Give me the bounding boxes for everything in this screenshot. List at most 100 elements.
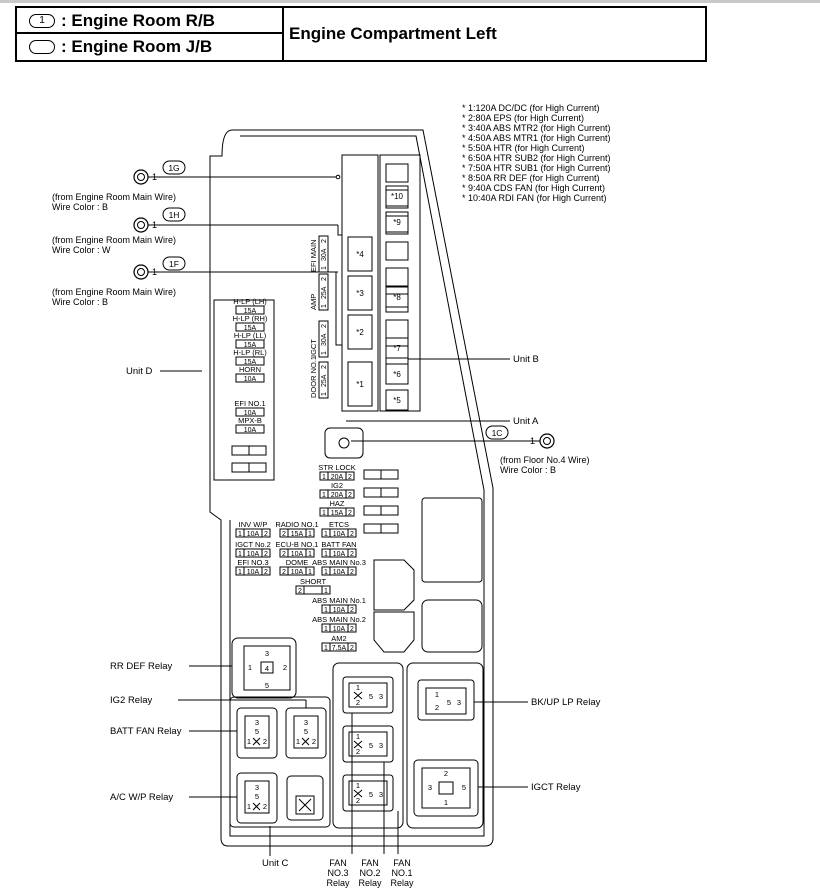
connector-wire (335, 271, 342, 346)
unit-b-slot (385, 267, 409, 287)
fuse-name: ABS MAIN No.1 (312, 596, 366, 605)
relay-pin: 1 (247, 737, 251, 746)
connector-code-icon (162, 256, 186, 271)
connector-color-label: Wire Color : B (52, 297, 108, 307)
ig2-relay-body (293, 715, 319, 749)
unit-b-slot (385, 185, 409, 207)
unit-d-label: Unit D (126, 366, 153, 377)
vertical-fuse-pin: 1 (321, 304, 328, 308)
vertical-fuse-amp: 25A (321, 374, 328, 387)
connector-wire (337, 225, 342, 236)
relay-diode-icon (353, 691, 363, 700)
batt-fan-relay (236, 707, 278, 759)
connector-pin-icon (543, 437, 551, 445)
vertical-fuse-pin: 2 (321, 324, 328, 328)
fuse-amp: 10A (291, 551, 304, 558)
fuse-body (321, 566, 357, 576)
vertical-fuse-pin: 1 (321, 351, 328, 355)
fan-relay-label: Relay (390, 878, 414, 888)
high-current-slots: *4*3*2*1*10*9*8*7*6*5 (347, 163, 409, 411)
vertical-fuse-amp: 25A (321, 286, 328, 299)
rr-def-relay-label: RR DEF Relay (110, 661, 173, 672)
fuse-name: IGCT No.2 (235, 540, 271, 549)
fuse-body (321, 528, 357, 538)
relay-pin: 4 (265, 664, 269, 673)
unit-c-label: Unit C (262, 858, 289, 869)
relay-diode-icon (301, 737, 310, 746)
unit-a-slot (347, 361, 373, 407)
relay-pin: 5 (255, 792, 259, 801)
fuse-body (321, 642, 357, 652)
unit-b-label: Unit B (513, 354, 539, 365)
fan-relay-label: NO.3 (327, 868, 348, 878)
connector-ring-icon (133, 169, 149, 185)
unit-b-slot (385, 319, 409, 339)
connector-pin-icon (137, 268, 145, 276)
fuse-name: ETCS (329, 520, 349, 529)
unit-b-slot-label: *5 (393, 396, 401, 405)
vertical-fuse (318, 320, 329, 358)
unit-a-slot (347, 275, 373, 311)
fuse-amp: 20A (331, 474, 344, 481)
fuse-body (235, 566, 271, 576)
relay-pin: 1 (435, 690, 439, 699)
jb-symbol-icon (29, 40, 55, 54)
note-line: * 1:120A DC/DC (for High Current) (462, 103, 600, 113)
relay-pin: 5 (369, 790, 373, 799)
fuse-name: DOME (286, 558, 309, 567)
legend-row-rb: 1 : Engine Room R/B (17, 8, 282, 34)
fuse-pin: 2 (282, 551, 286, 558)
relay-pin: 2 (435, 703, 439, 712)
relay-pin: 2 (263, 802, 267, 811)
note-line: * 5:50A HTR (for High Current) (462, 143, 585, 153)
note-line: * 4:50A ABS MTR1 (for High Current) (462, 133, 611, 143)
fuse-pin: 1 (324, 569, 328, 576)
vertical-fuse (318, 273, 329, 311)
unit-b-block (379, 154, 421, 412)
fuse-amp: 10A (247, 569, 260, 576)
fan-relay-label: NO.2 (359, 868, 380, 878)
connector-from-label: (from Engine Room Main Wire) (52, 192, 176, 202)
connector-from-label: (from Engine Room Main Wire) (52, 235, 176, 245)
fuse-pin: 2 (350, 607, 354, 614)
fan-relay-label: FAN (329, 858, 347, 868)
fan-relay-label: NO.1 (391, 868, 412, 878)
fuse-body (321, 623, 357, 633)
relay-pin: 2 (283, 663, 287, 672)
relay-pin: 2 (356, 698, 360, 707)
fuse-pin: 1 (324, 607, 328, 614)
fuse-amp: 20A (331, 492, 344, 499)
wire-connectors: 11G(from Engine Room Main Wire)Wire Colo… (52, 160, 590, 475)
unit-d-fuse-amp: 15A (244, 308, 257, 315)
unit-b-slot (385, 211, 409, 233)
connector-ring-icon (133, 264, 149, 280)
unit-d-fuse-name: EFI NO.1 (234, 399, 265, 408)
connector-pin-icon (137, 173, 145, 181)
batt-fan-relay-body (244, 715, 270, 749)
vertical-fuse-name: DOOR NO.1 (309, 356, 318, 398)
connector-pin-icon (137, 221, 145, 229)
fuse-amp: 15A (291, 531, 304, 538)
unit-d-fuse-amp: 15A (244, 342, 257, 349)
fuse-body (321, 604, 357, 614)
fuse-amp: 10A (333, 569, 346, 576)
relay-pin: 3 (457, 698, 461, 707)
fuse-body (235, 548, 271, 558)
connector-ring-icon (133, 217, 149, 233)
note-line: * 6:50A HTR SUB2 (for High Current) (462, 153, 611, 163)
relay-pin: 2 (263, 737, 267, 746)
fuse-amp: 15A (331, 510, 344, 517)
fuse-name: RADIO NO.1 (275, 520, 318, 529)
unit-a-slot-label: *4 (356, 250, 364, 259)
fuse-name: STR LOCK (318, 463, 356, 472)
relay-diode-icon (252, 802, 261, 811)
fuse-pin: 2 (350, 626, 354, 633)
fan-relay-label: FAN (393, 858, 411, 868)
relay-pin: 1 (247, 802, 251, 811)
relay-pin: 5 (369, 692, 373, 701)
unit-a-slot-label: *3 (356, 289, 364, 298)
fuse-pin: 2 (264, 551, 268, 558)
fuse-body (279, 528, 315, 538)
